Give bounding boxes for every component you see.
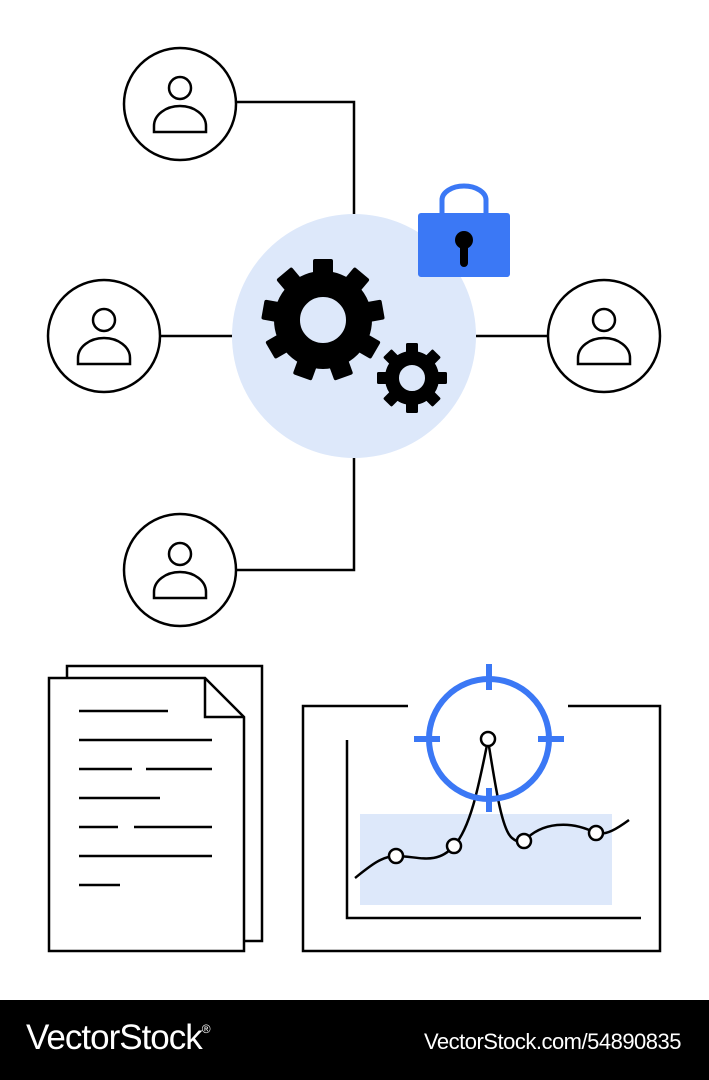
user-icon: [122, 512, 238, 628]
document-text-lines: [79, 709, 212, 887]
gear-icon: [261, 259, 385, 381]
connector-bottom-user: [236, 458, 356, 572]
document-page-fold: [203, 678, 244, 719]
chart-series-line: [354, 739, 630, 879]
brand-logo: VectorStock®: [26, 1018, 211, 1058]
document-stack-icon: [47, 664, 264, 953]
illustration: [46, 46, 662, 953]
chart-frame: [301, 704, 662, 953]
chart-axes: [345, 740, 641, 920]
stock-image-id: VectorStock.com/54890835: [423, 1029, 682, 1054]
gear-icon: [377, 343, 447, 413]
target-crosshair-icon: [414, 664, 564, 812]
user-icon: [46, 278, 162, 394]
watermark-footer: VectorStock® VectorStock.com/54890835: [0, 1000, 709, 1080]
brand-name: VectorStock: [26, 1018, 203, 1057]
chart-data-points: [387, 730, 605, 865]
connector-lines: [160, 100, 549, 572]
user-icon: [546, 278, 662, 394]
user-icon: [122, 46, 238, 162]
connector-top-user: [236, 100, 356, 214]
registered-mark: ®: [201, 1022, 211, 1036]
document-front-page: [47, 676, 246, 953]
line-chart-icon: [301, 704, 662, 953]
padlock-icon: [418, 183, 510, 277]
